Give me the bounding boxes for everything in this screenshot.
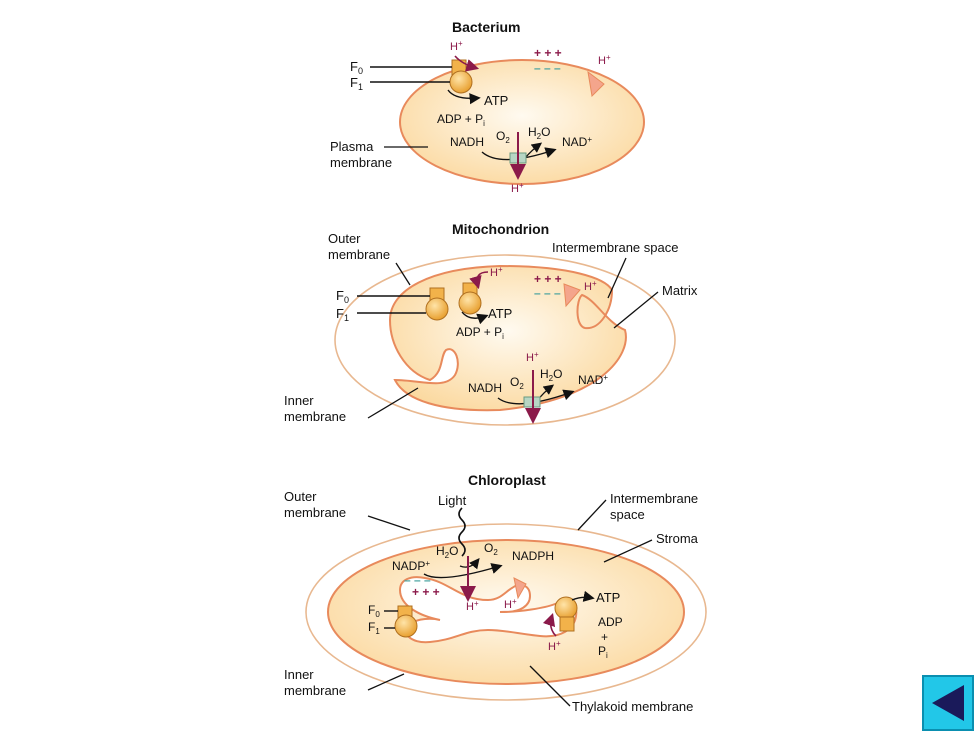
chloro-plus-label: + bbox=[601, 630, 608, 644]
chloro-atp-label: ATP bbox=[596, 590, 620, 605]
light-wave bbox=[458, 507, 466, 557]
chloro-transporter bbox=[513, 577, 527, 600]
nad-label: NAD+ bbox=[562, 135, 592, 149]
intermembrane-leader bbox=[607, 257, 627, 299]
mito-adp-pi-label: ADP + Pi bbox=[456, 325, 504, 341]
f1-label: F bbox=[350, 75, 358, 90]
stroma-leader bbox=[603, 539, 653, 563]
chloroplast-panel: Chloroplast Light NADP+ H2O O2 NADPH – –… bbox=[284, 472, 707, 714]
chloro-inner-leader bbox=[367, 673, 405, 691]
f0-label: F bbox=[350, 59, 358, 74]
chloro-proton-return-arrow bbox=[542, 612, 557, 637]
atp-label: ATP bbox=[484, 93, 508, 108]
mito-h-plus-right: H+ bbox=[584, 279, 597, 293]
inner-membrane-leader bbox=[367, 387, 419, 419]
mito-f1-label: F bbox=[336, 306, 344, 321]
mito-h-plus-mid: H+ bbox=[526, 350, 539, 364]
back-triangle-icon bbox=[932, 685, 964, 721]
thylakoid-label: Thylakoid membrane bbox=[572, 699, 693, 714]
chloro-o2-label: O2 bbox=[484, 541, 498, 557]
mito-nad-label: NAD+ bbox=[578, 373, 608, 387]
chloro-synthase-left bbox=[394, 605, 418, 638]
chloro-pi-label: Pi bbox=[598, 644, 608, 660]
mito-o2-label: O2 bbox=[510, 375, 524, 391]
svg-text:F1: F1 bbox=[350, 75, 363, 92]
mitochondrion-title: Mitochondrion bbox=[452, 221, 549, 237]
nadp-label: NADP+ bbox=[392, 559, 430, 573]
mito-atp-arrow bbox=[461, 311, 489, 325]
svg-text:F0: F0 bbox=[350, 59, 363, 76]
nadh-label: NADH bbox=[450, 135, 484, 149]
mito-plus-signs: + + + bbox=[534, 272, 562, 286]
chloro-intermembrane-leader bbox=[577, 499, 607, 531]
svg-text:membrane: membrane bbox=[330, 155, 392, 170]
h-plus-right: H+ bbox=[598, 53, 611, 67]
stroma-label: Stroma bbox=[656, 531, 699, 546]
chloro-minus-signs: – – – bbox=[404, 573, 431, 587]
svg-text:F1: F1 bbox=[336, 306, 349, 323]
h-plus-bottom: H+ bbox=[511, 181, 524, 195]
bacterium-panel: Bacterium F0 F1 H+ + + + – – – H+ ATP AD… bbox=[330, 19, 645, 195]
chloro-h2o-label: H2O bbox=[436, 544, 458, 560]
mito-transporter bbox=[563, 283, 581, 308]
mito-atp-label: ATP bbox=[488, 306, 512, 321]
chloro-h-plus-a: H+ bbox=[466, 599, 479, 613]
bacterium-title: Bacterium bbox=[452, 19, 520, 35]
svg-text:membrane: membrane bbox=[284, 505, 346, 520]
matrix-leader bbox=[613, 291, 659, 329]
chloro-adp-label: ADP bbox=[598, 615, 623, 629]
mito-f0-label: F bbox=[336, 288, 344, 303]
mito-minus-signs: – – – bbox=[534, 286, 561, 300]
chloro-plus-signs: + + + bbox=[412, 585, 440, 599]
adp-pi-label: ADP + Pi bbox=[437, 112, 485, 128]
chloro-intermembrane-label: Intermembrane bbox=[610, 491, 698, 506]
inner-membrane-label: Inner bbox=[284, 393, 314, 408]
nadph-label: NADPH bbox=[512, 549, 554, 563]
chloro-synthase-right bbox=[554, 596, 578, 632]
nadh-oxidation-arrow bbox=[481, 147, 557, 161]
svg-text:space: space bbox=[610, 507, 645, 522]
chloro-outer-label: Outer bbox=[284, 489, 317, 504]
chloro-f1-label: F bbox=[368, 620, 375, 634]
chloro-f0-label: F bbox=[368, 603, 375, 617]
transporter-triangle bbox=[587, 70, 605, 98]
chloro-outer-leader bbox=[367, 515, 411, 531]
chloroplast-title: Chloroplast bbox=[468, 472, 546, 488]
svg-text:membrane: membrane bbox=[328, 247, 390, 262]
svg-text:membrane: membrane bbox=[284, 683, 346, 698]
plasma-membrane-label: Plasma bbox=[330, 139, 374, 154]
intermembrane-label: Intermembrane space bbox=[552, 240, 678, 255]
plus-signs: + + + bbox=[534, 46, 562, 60]
mito-nadh-label: NADH bbox=[468, 381, 502, 395]
outer-membrane-leader bbox=[395, 262, 411, 286]
atp-synthase-mito-1 bbox=[425, 287, 449, 321]
mitochondrion-panel: Mitochondrion F0 F1 H+ + + + – – – H+ AT… bbox=[284, 221, 698, 426]
svg-text:F0: F0 bbox=[336, 288, 349, 305]
svg-text:F0: F0 bbox=[368, 603, 380, 619]
nadp-reduction-arrow bbox=[423, 563, 503, 579]
mito-proton-return-arrow bbox=[469, 271, 489, 290]
outer-membrane-label: Outer bbox=[328, 231, 361, 246]
chloro-inner-label: Inner bbox=[284, 667, 314, 682]
chloro-h-plus-c: H+ bbox=[548, 639, 561, 653]
chloro-h-plus-b: H+ bbox=[504, 597, 517, 611]
water-split-arrow bbox=[459, 557, 480, 570]
o2-label: O2 bbox=[496, 129, 510, 145]
proton-flow-arrow bbox=[454, 55, 480, 72]
h2o-label: H2O bbox=[528, 125, 550, 141]
thylakoid-leader bbox=[529, 665, 571, 707]
mito-h-plus-synth: H+ bbox=[490, 265, 503, 279]
matrix-label: Matrix bbox=[662, 283, 698, 298]
back-button[interactable] bbox=[922, 675, 974, 731]
mito-h2o-label: H2O bbox=[540, 367, 562, 383]
chloro-atp-arrow bbox=[571, 590, 595, 602]
h-plus-top: H+ bbox=[450, 39, 463, 53]
minus-signs: – – – bbox=[534, 61, 561, 75]
light-label: Light bbox=[438, 493, 467, 508]
svg-text:F1: F1 bbox=[368, 620, 380, 636]
svg-text:membrane: membrane bbox=[284, 409, 346, 424]
atp-synthesis-arrow bbox=[447, 89, 481, 105]
